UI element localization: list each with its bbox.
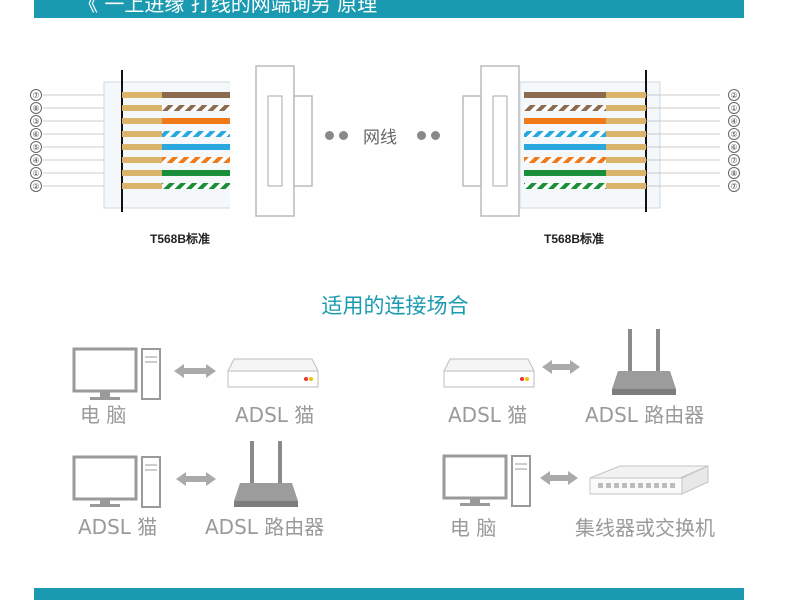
scenario-pc-modem: 电 脑 ADSL 猫 [70,345,330,427]
pin-label: ⑧ [30,102,42,114]
scenario-modem-router: ADSL 猫 ADSL 路由器 [440,325,730,427]
right-jack-housing [462,65,520,217]
left-standard-label: T568B标准 [150,232,211,246]
right-standard-label: T568B标准 [544,232,605,246]
double-arrow-icon [542,360,580,374]
dot [339,131,348,140]
right-connector-graphic [519,70,720,212]
dot [325,131,334,140]
scenario-graphic [72,441,298,508]
footer-bar [34,588,744,600]
device-label-left: ADSL 猫 [78,515,158,539]
device-label-left: 电 脑 [450,516,497,540]
section-title: 适用的连接场合 [321,294,469,318]
pin-label: ① [30,167,42,179]
computer-icon [442,454,531,507]
double-arrow-icon [174,364,216,378]
pin-label: ⑦ [728,154,740,166]
left-connector-graphic [43,70,230,212]
scenario-graphic [443,329,676,395]
device-label-right: ADSL 路由器 [205,515,325,539]
pin-label: ⑥ [30,128,42,140]
pin-label: ⑥ [728,141,740,153]
pin-label: ⑧ [728,167,740,179]
pin-label: ③ [30,115,42,127]
dot [417,131,426,140]
pin-label: ④ [30,154,42,166]
scenario-pc-switch: 电 脑 集线器或交换机 [440,452,730,542]
pin-label: ① [728,102,740,114]
pin-label: ⑤ [30,141,42,153]
device-label-left: ADSL 猫 [448,403,528,427]
router-icon [612,329,676,395]
modem-icon [227,358,319,388]
device-label-left: 电 脑 [80,403,127,427]
modem-icon [443,358,535,388]
scenario-modem-router-2: ADSL 猫 ADSL 路由器 [70,437,360,539]
pin-label: ② [30,180,42,192]
left-connector-diagram: ⑦ ⑧ ③ ⑥ ⑤ ④ ① ② [30,62,230,246]
pin-label: ④ [728,115,740,127]
header-bar: 《 一上进缘 打线的网端询另 原理 [34,0,744,18]
switch-icon [589,465,709,495]
pin-label: ⑤ [728,128,740,140]
pin-label: ⑦ [728,180,740,192]
double-arrow-icon [540,471,578,485]
right-connector-diagram: T568B标准 [460,62,720,246]
pin-label: ⑦ [30,89,42,101]
left-jack-housing [255,65,313,217]
scenario-graphic [72,347,319,400]
scenario-graphic [442,454,709,507]
device-label-right: ADSL 猫 [235,403,315,427]
router-icon [234,441,298,507]
pin-label: ② [728,89,740,101]
cable-label: 网线 [363,128,397,148]
device-label-right: 集线器或交换机 [575,516,715,540]
device-label-right: ADSL 路由器 [585,403,705,427]
computer-icon [72,455,161,508]
header-title: 《 一上进缘 打线的网端询另 原理 [78,0,378,16]
dot [431,131,440,140]
computer-icon [72,347,161,400]
cable-connector: 网线 [325,123,460,148]
double-arrow-icon [176,472,216,486]
